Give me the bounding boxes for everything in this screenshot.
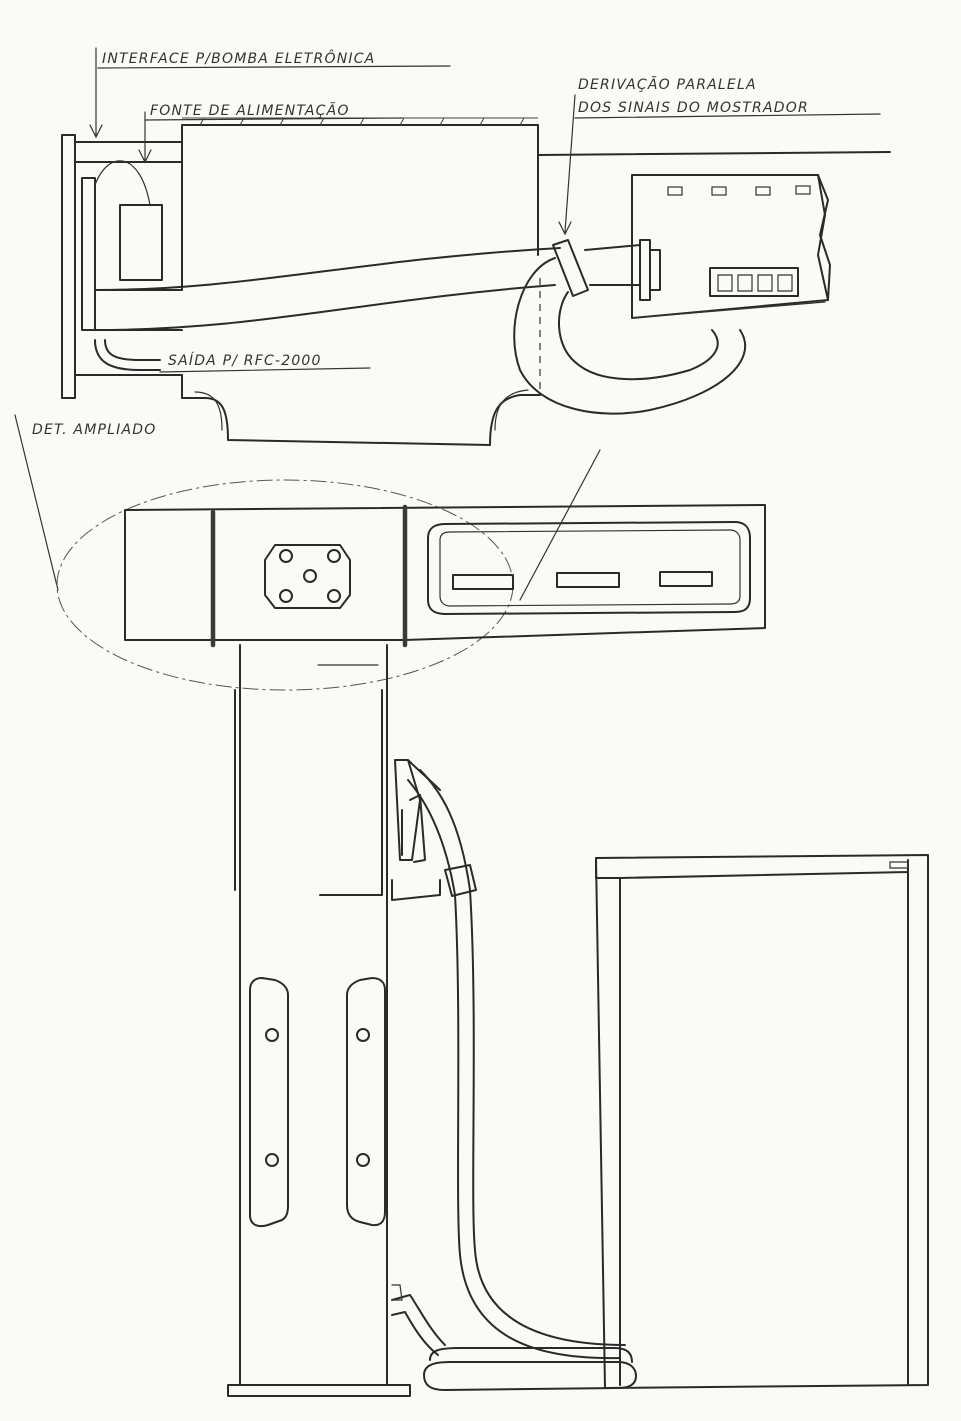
hose-collar xyxy=(444,864,477,897)
detail-label: DET. AMPLIADO xyxy=(32,422,156,438)
signal-cable-bottom xyxy=(94,284,556,331)
display-slot-2 xyxy=(556,572,620,588)
display-slot-3 xyxy=(659,571,713,587)
cabinet-top-latch xyxy=(889,861,909,869)
derivation-label-2: DOS SINAIS DO MOSTRADOR xyxy=(578,100,809,116)
output-underline xyxy=(159,367,371,373)
detail-leader-right xyxy=(519,449,601,601)
coupling-ring xyxy=(552,239,589,297)
nozzle-holster xyxy=(391,879,441,901)
lower-fitting-tube xyxy=(391,1284,403,1301)
display-flange xyxy=(639,239,661,301)
column-base xyxy=(227,1384,411,1397)
plate-hole-4 xyxy=(279,589,293,603)
derivation-cable-outer xyxy=(513,257,747,415)
left-panel-screw-top xyxy=(265,1028,279,1042)
indicator-3 xyxy=(755,186,771,196)
left-access-panel xyxy=(249,977,289,1228)
housing-hatch xyxy=(182,117,538,126)
pump-head xyxy=(124,504,766,641)
output-label: SAÍDA P/ RFC-2000 xyxy=(168,352,322,369)
main-housing xyxy=(181,124,539,291)
hose-coil-1 xyxy=(429,1347,633,1363)
derivation-cable-inner xyxy=(558,291,719,381)
signal-cable-top xyxy=(94,247,561,291)
labels: INTERFACE P/BOMBA ELETRÔNICA FONTE DE AL… xyxy=(14,47,881,601)
interface-cable xyxy=(94,160,151,206)
detail-leader-left xyxy=(14,414,59,591)
hose-coil-2 xyxy=(423,1361,637,1391)
interface-underline xyxy=(97,65,451,69)
interface-leader xyxy=(89,47,103,139)
console-top-line xyxy=(537,151,891,156)
column-right-inner xyxy=(319,689,383,896)
interface-module xyxy=(81,177,96,331)
lower-housing-inner xyxy=(194,389,529,431)
numeric-display xyxy=(709,267,799,297)
lower-housing xyxy=(181,374,541,446)
derivation-leader xyxy=(558,94,576,236)
right-panel-screw-top xyxy=(356,1028,370,1042)
indicator-4 xyxy=(795,185,811,195)
plate-hole-3 xyxy=(303,569,317,583)
display-box-bottom xyxy=(631,301,826,319)
power-supply-label: FONTE DE ALIMENTAÇÃO xyxy=(150,102,350,119)
interface-label: INTERFACE P/BOMBA ELETRÔNICA xyxy=(102,49,375,67)
enlarged-detail xyxy=(61,117,891,446)
end-flange-plate xyxy=(61,134,76,399)
numeric-digits xyxy=(717,274,793,292)
right-access-panel xyxy=(346,977,386,1227)
right-panel-screw-bottom xyxy=(356,1153,370,1167)
nozzle-handle xyxy=(409,794,426,863)
plate-hole-2 xyxy=(327,549,341,563)
power-supply-box xyxy=(119,204,163,281)
power-supply-underline xyxy=(144,117,403,121)
display-slot-1 xyxy=(452,574,514,590)
cabinet-top xyxy=(595,857,909,1386)
display-box-right-broken xyxy=(817,174,831,301)
derivation-underline xyxy=(574,113,881,119)
left-panel-screw-bottom xyxy=(265,1153,279,1167)
derivation-label-1: DERIVAÇÃO PARALELA xyxy=(578,76,757,93)
hose-outer xyxy=(419,769,626,1346)
fuel-pump xyxy=(56,479,929,1397)
housing-top-lines xyxy=(74,141,183,163)
hose-inner xyxy=(407,779,621,1360)
display-panel-frame xyxy=(427,521,751,615)
plate-hole-5 xyxy=(327,589,341,603)
plate-hole-1 xyxy=(279,549,293,563)
connector-plate xyxy=(264,544,351,609)
lower-fitting xyxy=(391,1294,446,1356)
console-bottom-line xyxy=(74,289,183,376)
output-pipe xyxy=(94,339,161,371)
indicator-2 xyxy=(711,186,727,196)
display-panel-inner xyxy=(439,529,741,607)
cabinet-frame xyxy=(595,854,929,1389)
indicator-1 xyxy=(667,186,683,196)
